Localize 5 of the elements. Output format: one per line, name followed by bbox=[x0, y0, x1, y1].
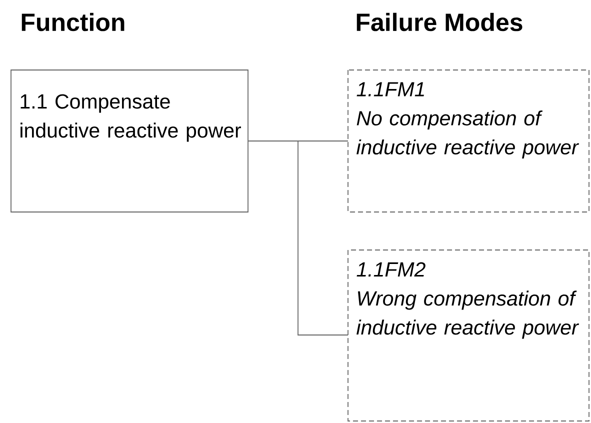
failure-mode-box: 1.1FM2 Wrong compensation of inductive reactive power bbox=[348, 250, 590, 422]
function-box: 1.1 Compensate inductive reactive power bbox=[10, 70, 248, 212]
failure-mode-box: 1.1FM1 No compensation of inductive reactive power bbox=[348, 70, 590, 212]
column-heading: Function bbox=[22, 12, 124, 32]
column-heading: Failure Modes bbox=[356, 12, 522, 32]
